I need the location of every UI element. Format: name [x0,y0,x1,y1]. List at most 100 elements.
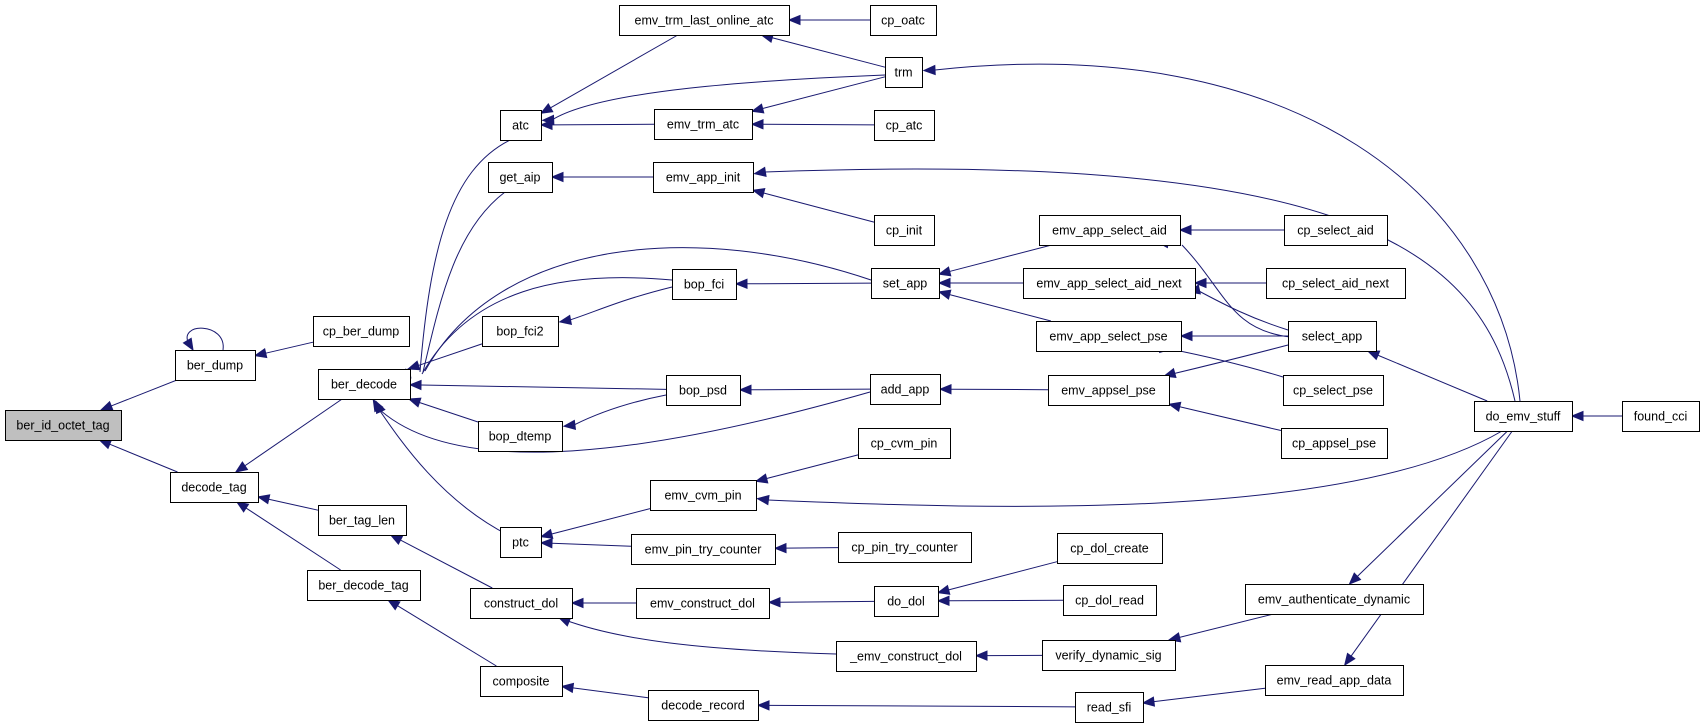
node-cp-ber-dump[interactable]: cp_ber_dump [313,316,410,347]
node-label: cp_oatc [881,14,925,28]
node-box [1281,428,1388,459]
node-box [654,109,753,140]
node-decode-record[interactable]: decode_record [648,690,759,721]
node-cp-init[interactable]: cp_init [874,215,935,246]
edge-select-app-to-emv-app-select-pse [1179,330,1288,342]
edge-verify-dynamic-sig-to--emv-construct-dol [974,650,1043,661]
edge-emv-read-app-data-to-read-sfi [1141,687,1266,707]
node-box [1075,692,1144,723]
node-cp-dol-create[interactable]: cp_dol_create [1057,533,1163,564]
node-ber-tag-len[interactable]: ber_tag_len [318,505,407,536]
node-emv-cvm-pin[interactable]: emv_cvm_pin [650,480,757,511]
node-emv-read-app-data[interactable]: emv_read_app_data [1265,665,1404,696]
node-emv-authenticate-dynamic[interactable]: emv_authenticate_dynamic [1245,584,1424,615]
edge-do-emv-stuff-to-emv-read-app-data [1343,430,1513,667]
node-bop-dtemp[interactable]: bop_dtemp [478,421,563,452]
node-found-cci[interactable]: found_cci [1622,401,1700,432]
node-bop-psd[interactable]: bop_psd [666,375,741,406]
node-box [653,162,754,193]
node-box [1048,375,1170,406]
node-construct-dol[interactable]: construct_dol [470,588,573,619]
edge-emv-app-select-aid-next-to-set-app [937,277,1023,289]
node-label: emv_construct_dol [650,597,755,611]
node-box [858,428,951,459]
node-box [838,532,972,563]
node-label: set_app [883,277,928,291]
node-ber-id-octet-tag[interactable]: ber_id_octet_tag [5,410,122,441]
node-box [1063,585,1157,616]
node-box [1042,640,1176,671]
node-add-app[interactable]: add_app [870,374,941,405]
node-decode-tag[interactable]: decode_tag [170,472,259,503]
node-box [1288,321,1377,352]
node-box [470,588,573,619]
node-set-app[interactable]: set_app [871,268,940,299]
edge-set-app-to-bop-fci [734,278,872,290]
edge-ber-dump-to-ber-id-octet-tag [99,379,178,411]
node-label: do_dol [887,595,925,609]
node-label: cp_select_pse [1293,384,1373,398]
node-emv-app-init[interactable]: emv_app_init [653,162,754,193]
node-verify-dynamic-sig[interactable]: verify_dynamic_sig [1042,640,1176,671]
edge-cp-select-aid-to-emv-app-select-aid [1178,224,1284,236]
node-box [1474,401,1573,432]
node-label: bop_psd [679,384,727,398]
node-emv-app-select-aid-next[interactable]: emv_app_select_aid_next [1023,268,1196,299]
edge-ptc-to-ber-decode [372,398,509,536]
node-box [1284,215,1388,246]
node-trm[interactable]: trm [885,57,923,88]
nodes-layer: ber_id_octet_tag ber_dump decode_tag cp_ber… [5,5,1700,723]
node-cp-pin-try-counter[interactable]: cp_pin_try_counter [838,532,972,563]
node-label: cp_init [886,224,923,238]
node-ptc[interactable]: ptc [500,527,542,558]
node--emv-construct-dol[interactable]: _emv_construct_dol [836,641,977,672]
node-cp-atc[interactable]: cp_atc [874,110,935,141]
edge-emv-trm-atc-to-atc [539,119,655,131]
node-composite[interactable]: composite [480,666,563,697]
node-emv-app-select-pse[interactable]: emv_app_select_pse [1036,321,1182,352]
node-cp-select-aid[interactable]: cp_select_aid [1284,215,1388,246]
node-box [1265,665,1404,696]
node-emv-trm-atc[interactable]: emv_trm_atc [654,109,753,140]
node-box [170,472,259,503]
node-emv-trm-last-online-atc[interactable]: emv_trm_last_online_atc [619,5,790,36]
edges-layer [98,14,1622,711]
node-cp-select-aid-next[interactable]: cp_select_aid_next [1266,268,1406,299]
node-cp-oatc[interactable]: cp_oatc [870,5,937,36]
node-cp-dol-read[interactable]: cp_dol_read [1063,585,1157,616]
node-label: bop_fci [684,278,724,292]
edge-found-cci-to-do-emv-stuff [1570,410,1622,422]
node-bop-fci2[interactable]: bop_fci2 [482,316,559,347]
node-select-app[interactable]: select_app [1288,321,1377,352]
node-box [636,588,770,619]
edge-cp-ber-dump-to-ber-dump [253,341,314,359]
node-cp-appsel-pse[interactable]: cp_appsel_pse [1281,428,1388,459]
node-box [885,57,923,88]
node-cp-cvm-pin[interactable]: cp_cvm_pin [858,428,951,459]
node-label: cp_dol_create [1070,542,1149,556]
node-emv-pin-try-counter[interactable]: emv_pin_try_counter [631,534,776,565]
node-box [480,666,563,697]
node-cp-select-pse[interactable]: cp_select_pse [1283,375,1384,406]
node-ber-dump[interactable]: ber_dump [175,350,256,381]
node-label: emv_app_init [666,171,741,185]
node-get-aip[interactable]: get_aip [488,162,553,193]
node-label: cp_appsel_pse [1292,437,1376,451]
node-label: emv_app_select_aid_next [1036,277,1182,291]
node-box [482,316,559,347]
node-emv-construct-dol[interactable]: emv_construct_dol [636,588,770,619]
node-emv-app-select-aid[interactable]: emv_app_select_aid [1039,215,1181,246]
edge-emv-app-init-to-get-aip [550,171,653,183]
node-emv-appsel-pse[interactable]: emv_appsel_pse [1048,375,1170,406]
node-ber-decode-tag[interactable]: ber_decode_tag [307,570,421,601]
node-atc[interactable]: atc [500,110,542,141]
node-ber-decode[interactable]: ber_decode [318,369,411,400]
node-label: emv_appsel_pse [1061,384,1156,398]
node-box [870,5,937,36]
node-do-dol[interactable]: do_dol [874,586,939,617]
node-bop-fci[interactable]: bop_fci [672,269,737,300]
node-do-emv-stuff[interactable]: do_emv_stuff [1474,401,1573,432]
node-box [488,162,553,193]
node-read-sfi[interactable]: read_sfi [1075,692,1144,723]
edge-emv-construct-dol-to-construct-dol [570,597,636,609]
